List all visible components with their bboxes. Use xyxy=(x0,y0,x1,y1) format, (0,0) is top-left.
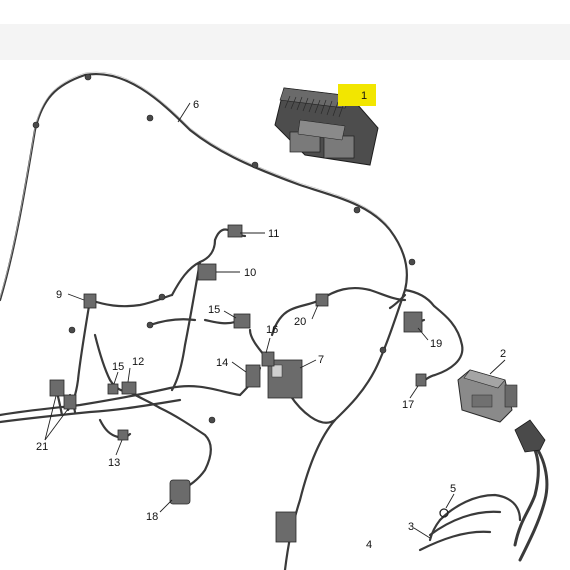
clip-5 xyxy=(439,508,449,518)
callout-2: 2 xyxy=(500,348,506,360)
callout-7: 7 xyxy=(318,354,324,366)
connector-17 xyxy=(415,373,427,387)
connector-16 xyxy=(261,351,275,367)
header-band xyxy=(0,24,570,60)
connectors xyxy=(32,73,449,543)
connector-21-b xyxy=(63,394,77,410)
callout-1-highlight xyxy=(338,84,376,106)
relay-box xyxy=(457,369,518,423)
callout-9: 9 xyxy=(56,289,62,301)
callouts: 1 2 3 4 5 6 7 9 10 11 12 13 14 15 15 16 … xyxy=(36,84,506,551)
callout-15-lower: 15 xyxy=(112,361,124,373)
connector-15-lower xyxy=(107,383,119,395)
connector-11 xyxy=(227,224,243,238)
connector-18 xyxy=(169,479,191,505)
callout-21: 21 xyxy=(36,441,48,453)
callout-14: 14 xyxy=(216,357,228,369)
connector-12 xyxy=(121,381,137,395)
callout-19: 19 xyxy=(430,338,442,350)
connector-14 xyxy=(245,364,261,388)
top-bar xyxy=(0,0,570,24)
right-branches xyxy=(270,286,464,382)
bottom-right-assembly xyxy=(418,438,549,562)
leader-lines xyxy=(44,91,506,539)
callout-15-upper: 15 xyxy=(208,304,220,316)
connector-13 xyxy=(117,429,129,441)
connector-15-upper xyxy=(233,313,251,329)
connector-21-a xyxy=(49,379,65,397)
callout-16: 16 xyxy=(266,324,278,336)
callout-13: 13 xyxy=(108,457,120,469)
connector-9 xyxy=(83,293,97,309)
callout-10: 10 xyxy=(244,267,256,279)
callout-20: 20 xyxy=(294,316,306,328)
callout-11: 11 xyxy=(268,228,279,240)
callout-12: 12 xyxy=(132,356,144,368)
angled-plug xyxy=(514,419,546,453)
callout-6: 6 xyxy=(193,99,199,111)
connector-trunk-bottom xyxy=(275,511,297,543)
connector-10 xyxy=(197,263,217,281)
connector-20 xyxy=(315,293,329,307)
callout-17: 17 xyxy=(402,399,414,411)
callout-5: 5 xyxy=(450,483,456,495)
callout-1: 1 xyxy=(361,90,367,102)
callout-3: 3 xyxy=(408,521,414,533)
callout-18: 18 xyxy=(146,511,158,523)
ecm-module xyxy=(274,87,379,166)
callout-4: 4 xyxy=(366,539,372,551)
connector-19 xyxy=(403,311,423,333)
